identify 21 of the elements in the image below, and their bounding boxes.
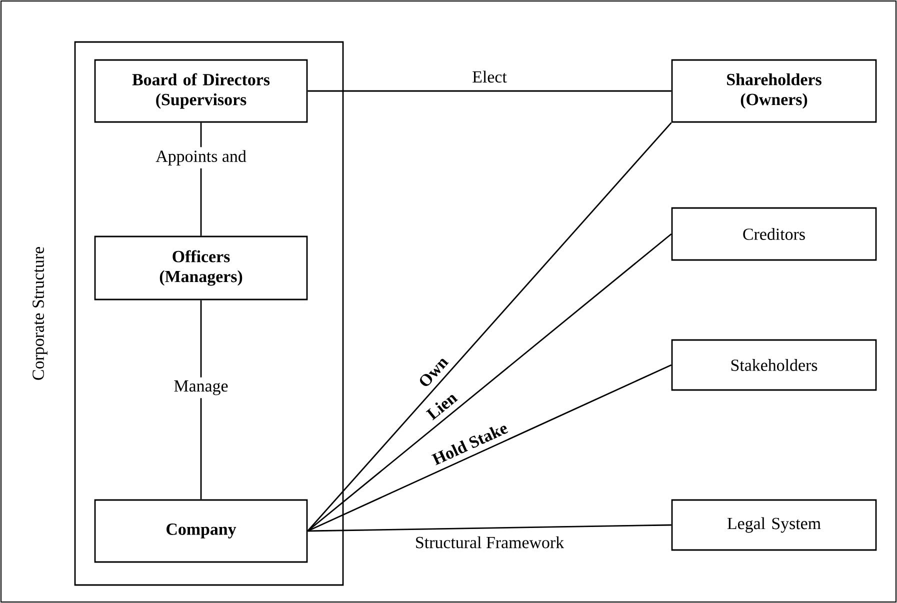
edge-label: Elect — [472, 70, 507, 83]
edge-label: Appoints and — [152, 147, 250, 168]
edge-label: Own — [420, 358, 449, 386]
connector-line — [307, 364, 672, 532]
edge-label: Lien — [426, 394, 458, 420]
process-box: Legal System — [671, 499, 877, 551]
connector-line — [307, 233, 672, 532]
connector-line — [307, 122, 672, 532]
process-box: Officers (Managers) — [94, 236, 308, 300]
process-box: Stakeholders — [671, 339, 877, 391]
process-box: Shareholders (Owners) — [671, 59, 877, 123]
process-box: Board of Directors (Supervisors — [94, 59, 308, 123]
connector-line — [308, 90, 672, 92]
edge-label: Hold Stake — [431, 426, 508, 466]
edge-label: Structural Framework — [416, 536, 564, 548]
process-box: Company — [94, 499, 308, 563]
group-title: Corporate Structure — [32, 247, 48, 380]
process-box: Creditors — [671, 207, 877, 261]
edge-label: Manage — [170, 377, 232, 398]
connector-line — [200, 300, 202, 500]
connector-line — [308, 524, 672, 532]
